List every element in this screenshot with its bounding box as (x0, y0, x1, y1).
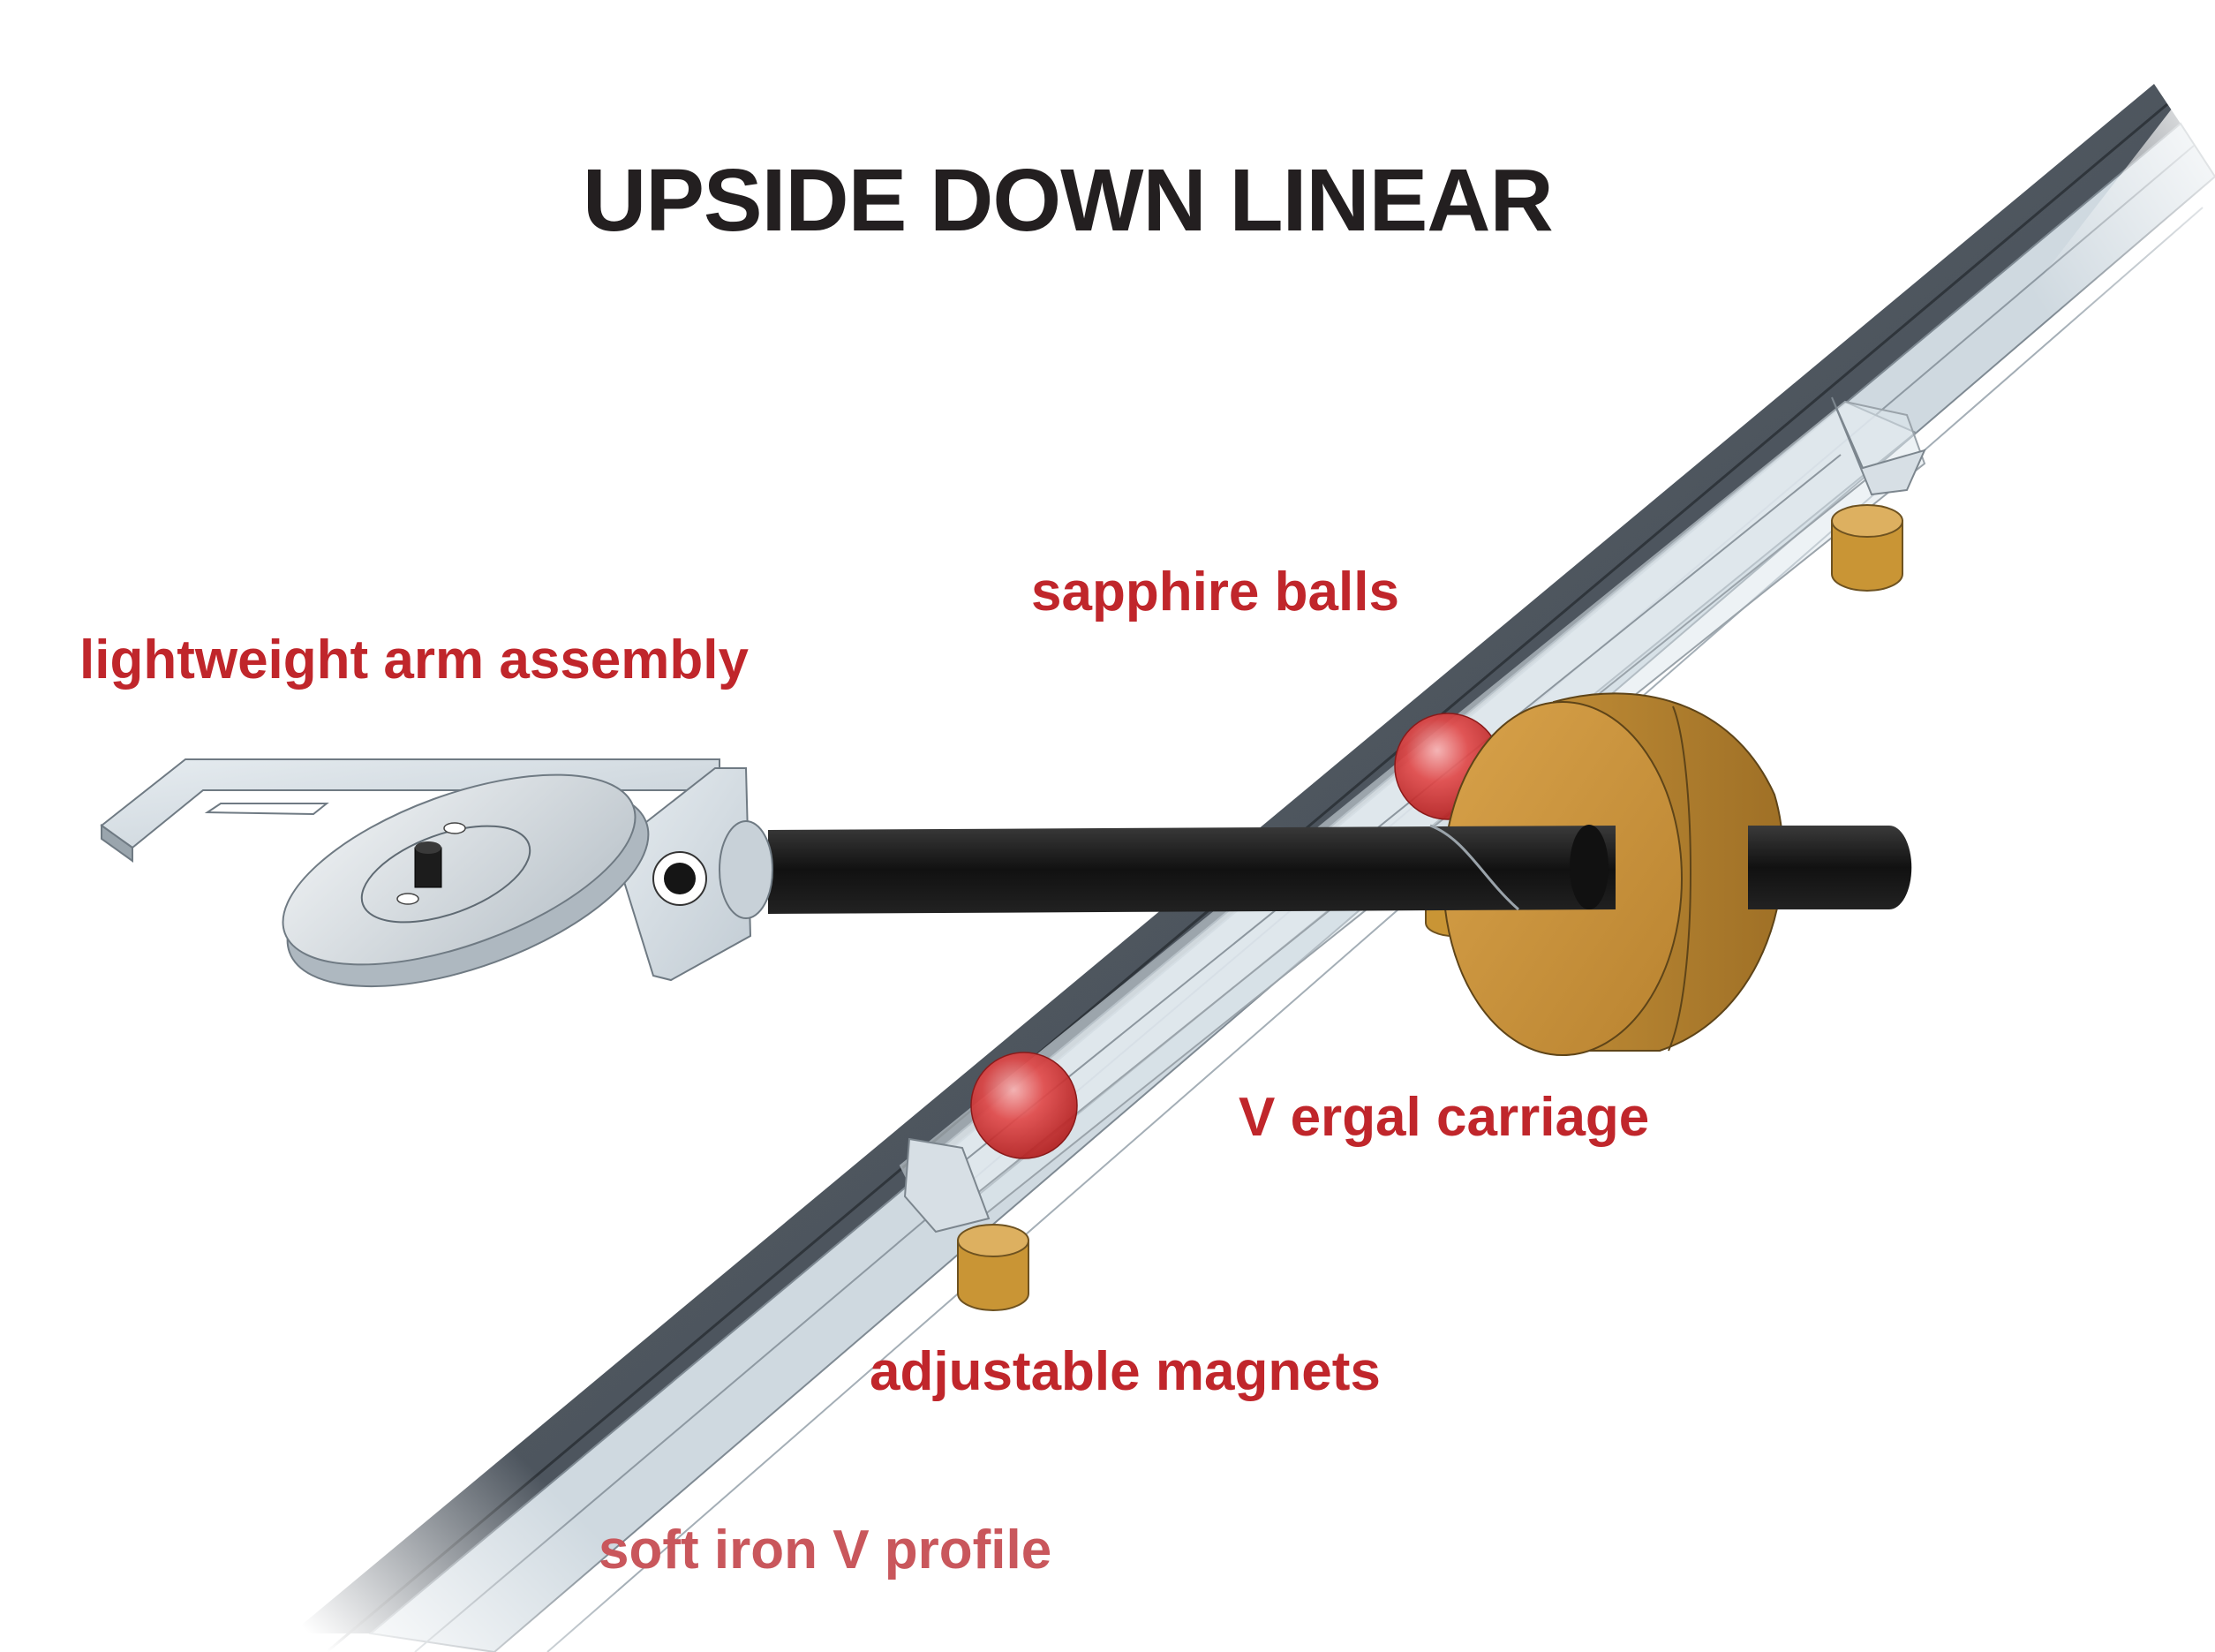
arm-rod (768, 824, 1912, 914)
page-title: UPSIDE DOWN LINEAR (583, 151, 1554, 250)
label-sapphire-balls: sapphire balls (1031, 562, 1399, 622)
label-lightweight-arm-assembly: lightweight arm assembly (79, 630, 749, 690)
label-v-ergal-carriage: V ergal carriage (1239, 1087, 1650, 1148)
adjustable-magnet-top (1831, 504, 1903, 592)
adjustable-magnet-bottom (957, 1224, 1029, 1311)
sapphire-ball-lower (970, 1052, 1078, 1159)
label-soft-iron-v-profile: soft iron V profile (599, 1520, 1052, 1580)
label-adjustable-magnets: adjustable magnets (870, 1341, 1381, 1402)
lightweight-arm-assembly (100, 758, 773, 988)
